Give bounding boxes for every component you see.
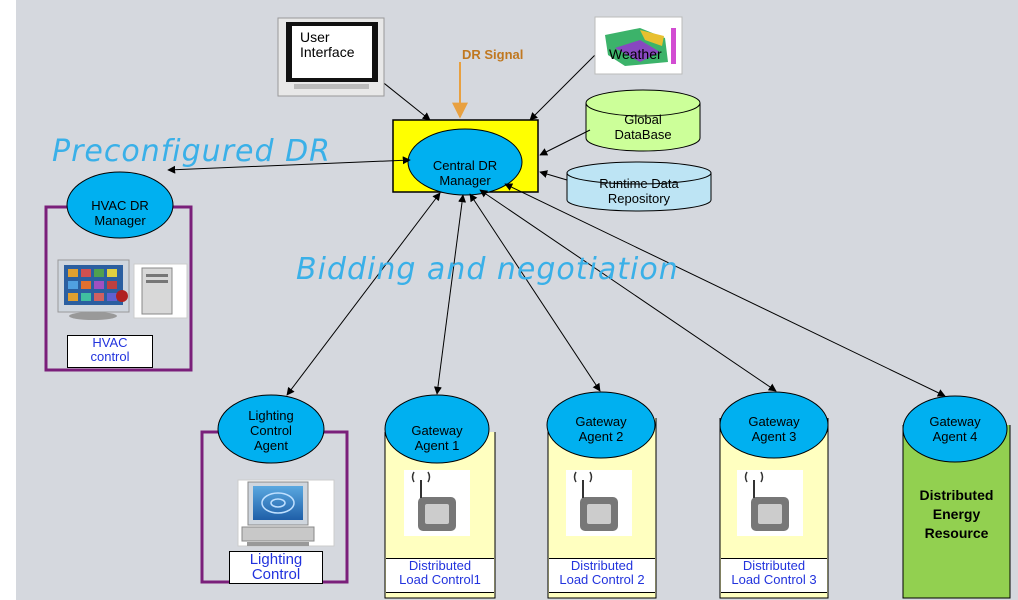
weather-label: Weather [609, 46, 662, 62]
runtime-repository-label: Runtime Data Repository [599, 176, 679, 206]
dlc1-label: Distributed Load Control1 [386, 558, 494, 593]
weather-map-icon [594, 16, 683, 75]
gateway3-label: Gateway Agent 3 [748, 414, 800, 444]
hvac-control-label: HVAC control [67, 335, 153, 368]
dlc2-label: Distributed Load Control 2 [549, 558, 655, 593]
bidding-negotiation-label: Bidding and negotiation [296, 252, 679, 287]
global-database-cylinder [585, 89, 701, 152]
central-hvac-arrow [167, 156, 411, 174]
runtime-to-central-arrow [539, 170, 568, 181]
gateway2-ellipse [546, 391, 656, 459]
lighting-agent-ellipse [217, 394, 325, 464]
user-interface-label: User Interface [300, 29, 355, 60]
gateway4-label: Gateway Agent 4 [929, 414, 981, 444]
dlc3-label: Distributed Load Control 3 [721, 558, 827, 593]
central-dr-label: Central DR Manager [432, 158, 498, 188]
gateway1-ellipse [384, 394, 490, 464]
hvac-manager-ellipse [66, 171, 174, 239]
preconfigured-dr-label: Preconfigured DR [52, 134, 332, 169]
weather-to-central-arrow [529, 49, 601, 121]
cylinder-gateway-4 [902, 425, 1011, 599]
computer-workstation-icon [57, 259, 130, 320]
central-gateway4-arrow [504, 183, 946, 397]
central-gateway1-arrow [433, 194, 467, 395]
wireless-sensor-icon [566, 470, 632, 536]
global-database-label: Global DataBase [614, 112, 672, 142]
monitor-icon [277, 17, 385, 97]
central-gateway2-arrow [469, 193, 601, 392]
lighting-pc-icon [237, 479, 335, 547]
gateway1-label: Gateway Agent 1 [411, 423, 463, 453]
dr-signal-label: DR Signal [462, 47, 524, 62]
der-label: Distributed Energy Resource [919, 487, 994, 541]
globaldb-to-central-arrow [539, 129, 591, 156]
central-gateway3-arrow [479, 189, 777, 392]
central-lighting-arrow [286, 192, 441, 396]
server-tower-icon [133, 263, 188, 319]
gateway3-ellipse [719, 391, 829, 459]
gateway4-ellipse [902, 395, 1008, 463]
lighting-control-label: Lighting Control [229, 551, 323, 584]
wireless-sensor-icon [737, 470, 803, 536]
lighting-agent-label: Lighting Control Agent [248, 408, 294, 453]
wireless-sensor-icon [404, 470, 470, 536]
hvac-manager-label: HVAC DR Manager [91, 198, 149, 228]
gateway2-label: Gateway Agent 2 [575, 414, 627, 444]
